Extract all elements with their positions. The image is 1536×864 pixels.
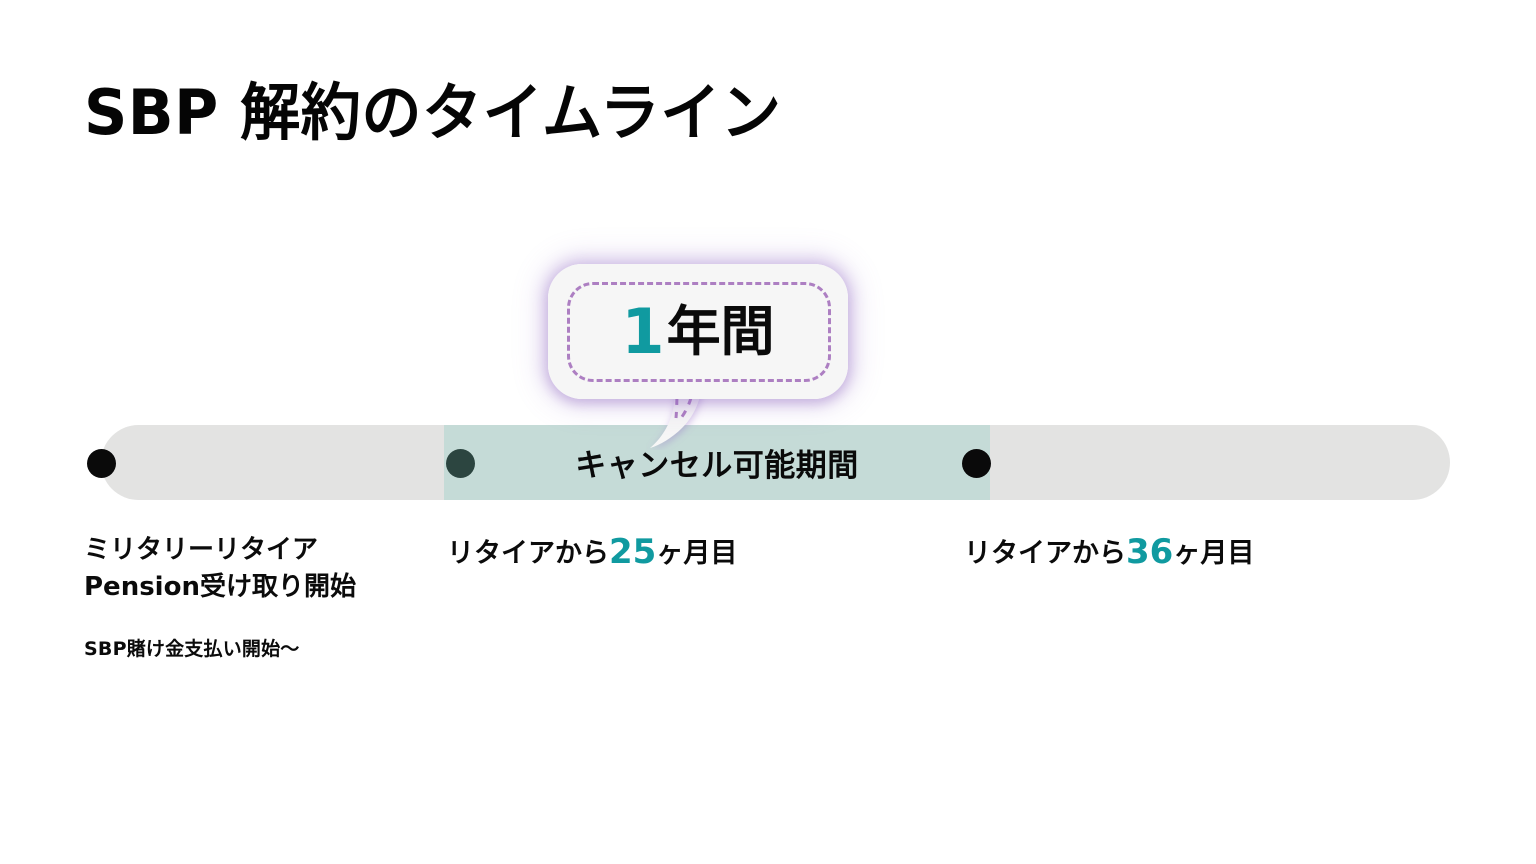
marker-label-month-36: リタイアから36ヶ月目 <box>964 532 1254 573</box>
timeline-marker-dot-month-36 <box>962 449 991 478</box>
marker-label-line-1: ミリタリーリタイア <box>84 535 319 565</box>
page-title: SBP 解約のタイムライン <box>84 76 782 149</box>
duration-number: 1 <box>621 294 665 368</box>
marker-label-month-25: リタイアから25ヶ月目 <box>447 532 737 573</box>
marker-label-number: 36 <box>1126 532 1174 572</box>
marker-label-prefix: リタイアから <box>964 538 1126 569</box>
speech-bubble-dashed-border <box>567 282 831 382</box>
timeline-marker-dot-retirement-start <box>87 449 116 478</box>
marker-label-suffix: ヶ月目 <box>656 538 738 569</box>
timeline-band-label: キャンセル可能期間 <box>575 448 859 484</box>
marker-label-number: 25 <box>609 532 657 572</box>
marker-label-prefix: リタイアから <box>447 538 609 569</box>
speech-bubble-body <box>548 264 848 399</box>
marker-label-line-2: Pension受け取り開始 <box>84 571 356 602</box>
timeline-marker-dot-month-25 <box>446 449 475 478</box>
marker-label-retirement-start: ミリタリーリタイア Pension受け取り開始 <box>84 532 356 606</box>
marker-sublabel-sbp-premium-start: SBP賭け金支払い開始〜 <box>84 638 300 660</box>
timeline-cancellable-band <box>444 425 990 500</box>
duration-unit: 年間 <box>666 299 775 363</box>
marker-label-suffix: ヶ月目 <box>1173 538 1255 569</box>
